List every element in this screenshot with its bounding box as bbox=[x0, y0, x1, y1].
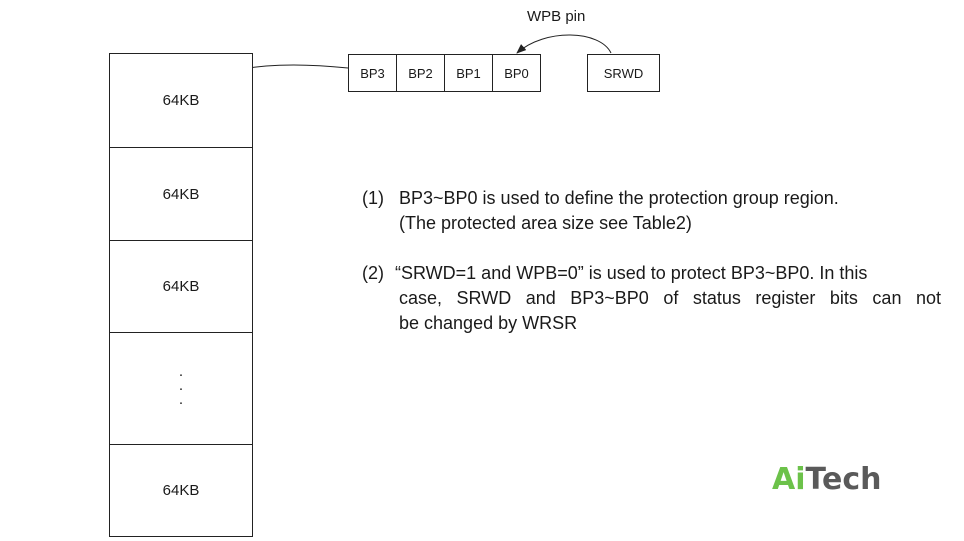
memory-block-3: 64KB bbox=[109, 240, 253, 333]
note-1: (1) BP3~BP0 is used to define the protec… bbox=[362, 186, 942, 236]
register-bit-srwd: SRWD bbox=[587, 54, 660, 92]
wpb-to-bp0-arrow bbox=[516, 34, 612, 54]
note-2-number: (2) bbox=[362, 263, 384, 283]
memory-block-ellipsis: · · · bbox=[109, 332, 253, 445]
memory-block-label: 64KB bbox=[162, 92, 200, 109]
register-bit-bp2: BP2 bbox=[396, 54, 445, 92]
wpb-pin-label: WPB pin bbox=[527, 8, 586, 25]
memory-block-2: 64KB bbox=[109, 147, 253, 241]
srwd-label: SRWD bbox=[603, 65, 644, 81]
ellipsis-dot: · bbox=[178, 394, 184, 411]
note-2: (2) “SRWD=1 and WPB=0” is used to protec… bbox=[362, 261, 942, 336]
note-1-line-2: (The protected area size see Table2) bbox=[399, 213, 692, 233]
memory-block-last: 64KB bbox=[109, 444, 253, 537]
note-1-number: (1) bbox=[362, 188, 384, 208]
note-2-line-1: “SRWD=1 and WPB=0” is used to protect BP… bbox=[395, 263, 868, 283]
register-bit-bp1: BP1 bbox=[444, 54, 493, 92]
ellipsis-dot: · bbox=[178, 366, 184, 383]
register-bit-label: BP1 bbox=[456, 65, 481, 81]
memory-block-label: 64KB bbox=[162, 185, 200, 203]
register-bit-label: BP2 bbox=[408, 65, 433, 81]
register-bit-bp3: BP3 bbox=[348, 54, 397, 92]
memory-block-1: 64KB bbox=[109, 53, 253, 148]
register-bit-label: BP3 bbox=[360, 65, 385, 81]
memory-block-label: 64KB bbox=[162, 278, 200, 295]
memory-block-label: 64KB bbox=[162, 482, 200, 499]
register-bit-bp0: BP0 bbox=[492, 54, 541, 92]
ellipsis-dot: · bbox=[178, 380, 184, 397]
note-1-line-1: BP3~BP0 is used to define the protection… bbox=[399, 188, 839, 208]
logo-ai-text: Ai bbox=[772, 462, 806, 497]
note-2-line-3: be changed by WRSR bbox=[399, 313, 578, 333]
note-2-line-2: case, SRWD and BP3~BP0 of status registe… bbox=[399, 288, 941, 308]
register-bit-label: BP0 bbox=[504, 65, 529, 81]
aitech-logo: AiTech bbox=[772, 462, 881, 497]
ellipsis-dots: · · · bbox=[178, 366, 184, 411]
logo-tech-text: Tech bbox=[805, 462, 882, 497]
